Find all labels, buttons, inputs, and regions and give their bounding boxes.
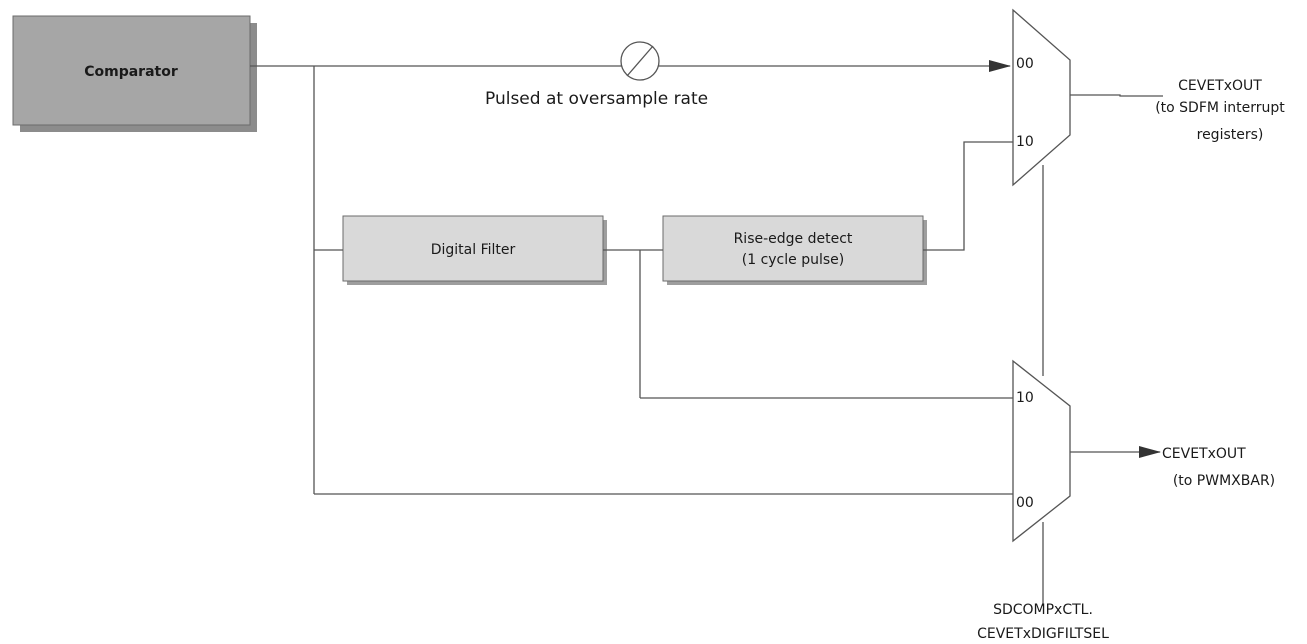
rise-edge-detect-block: Rise-edge detect (1 cycle pulse) [662, 215, 927, 285]
comparator-block: Comparator [12, 15, 257, 132]
rise-edge-label-line2: (1 cycle pulse) [742, 252, 844, 268]
bottom-mux-input-00: 00 [1016, 495, 1034, 511]
digital-filter-label: Digital Filter [431, 242, 516, 258]
bottom-multiplexer: 10 00 [1012, 359, 1071, 543]
comparator-label: Comparator [84, 64, 178, 80]
sdfm-output-line3: registers) [1197, 127, 1264, 143]
sdfm-output-label: CEVETxOUT (to SDFM interrupt registers) [1155, 78, 1285, 143]
rise-edge-label-line1: Rise-edge detect [734, 231, 853, 247]
switch-label: Pulsed at oversample rate [485, 89, 708, 109]
top-mux-input-00: 00 [1016, 56, 1034, 72]
select-signal-line2: CEVETxDIGFILTSEL [977, 626, 1109, 642]
sdfm-output-line1: CEVETxOUT [1178, 78, 1262, 94]
sdfm-output-line2: (to SDFM interrupt [1155, 100, 1285, 116]
top-mux-input-10: 10 [1016, 134, 1034, 150]
select-signal-label: SDCOMPxCTL. CEVETxDIGFILTSEL [977, 602, 1109, 642]
pwmxbar-output-line2: (to PWMXBAR) [1173, 473, 1275, 489]
pwmxbar-output-line1: CEVETxOUT [1162, 446, 1246, 462]
pwmxbar-output-label: CEVETxOUT (to PWMXBAR) [1162, 446, 1275, 489]
digital-filter-block: Digital Filter [342, 215, 607, 285]
top-multiplexer: 00 10 [1012, 8, 1071, 187]
signal-wires [250, 60, 1163, 606]
bottom-mux-input-10: 10 [1016, 390, 1034, 406]
select-signal-line1: SDCOMPxCTL. [993, 602, 1093, 618]
oversample-switch [620, 41, 660, 81]
